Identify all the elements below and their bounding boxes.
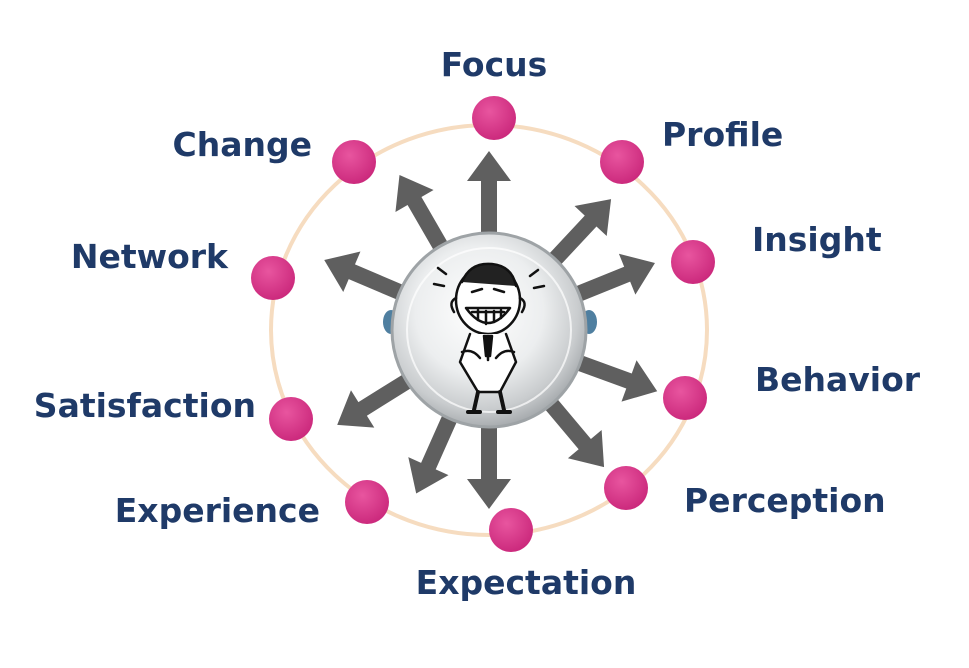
node-network — [251, 256, 295, 300]
arrow-network — [324, 251, 409, 302]
central-hub-inner — [406, 247, 572, 413]
arrow-insight — [570, 253, 655, 304]
label-profile: Profile — [662, 115, 783, 154]
label-insight: Insight — [752, 220, 882, 259]
node-insight — [671, 240, 715, 284]
label-behavior: Behavior — [755, 360, 921, 399]
label-satisfaction: Satisfaction — [34, 386, 256, 425]
arrow-satisfaction — [337, 371, 417, 428]
node-expectation — [489, 508, 533, 552]
label-focus: Focus — [441, 45, 548, 84]
node-perception — [604, 466, 648, 510]
arrow-change — [395, 174, 451, 256]
arrow-focus — [467, 151, 511, 239]
node-profile — [600, 140, 644, 184]
label-experience: Experience — [115, 491, 320, 530]
arrow-behavior — [571, 353, 658, 402]
node-experience — [345, 480, 389, 524]
label-network: Network — [71, 237, 229, 276]
label-perception: Perception — [684, 481, 886, 520]
node-focus — [472, 96, 516, 140]
node-change — [332, 140, 376, 184]
label-change: Change — [173, 125, 312, 164]
arrow-expectation — [467, 421, 511, 509]
arrow-experience — [408, 409, 460, 494]
arrow-group — [324, 151, 658, 509]
label-expectation: Expectation — [416, 563, 637, 602]
node-behavior — [663, 376, 707, 420]
grinning-man-icon — [432, 262, 546, 414]
node-satisfaction — [269, 397, 313, 441]
arrow-profile — [545, 199, 612, 269]
arrow-perception — [541, 394, 605, 468]
node-group — [251, 96, 715, 552]
